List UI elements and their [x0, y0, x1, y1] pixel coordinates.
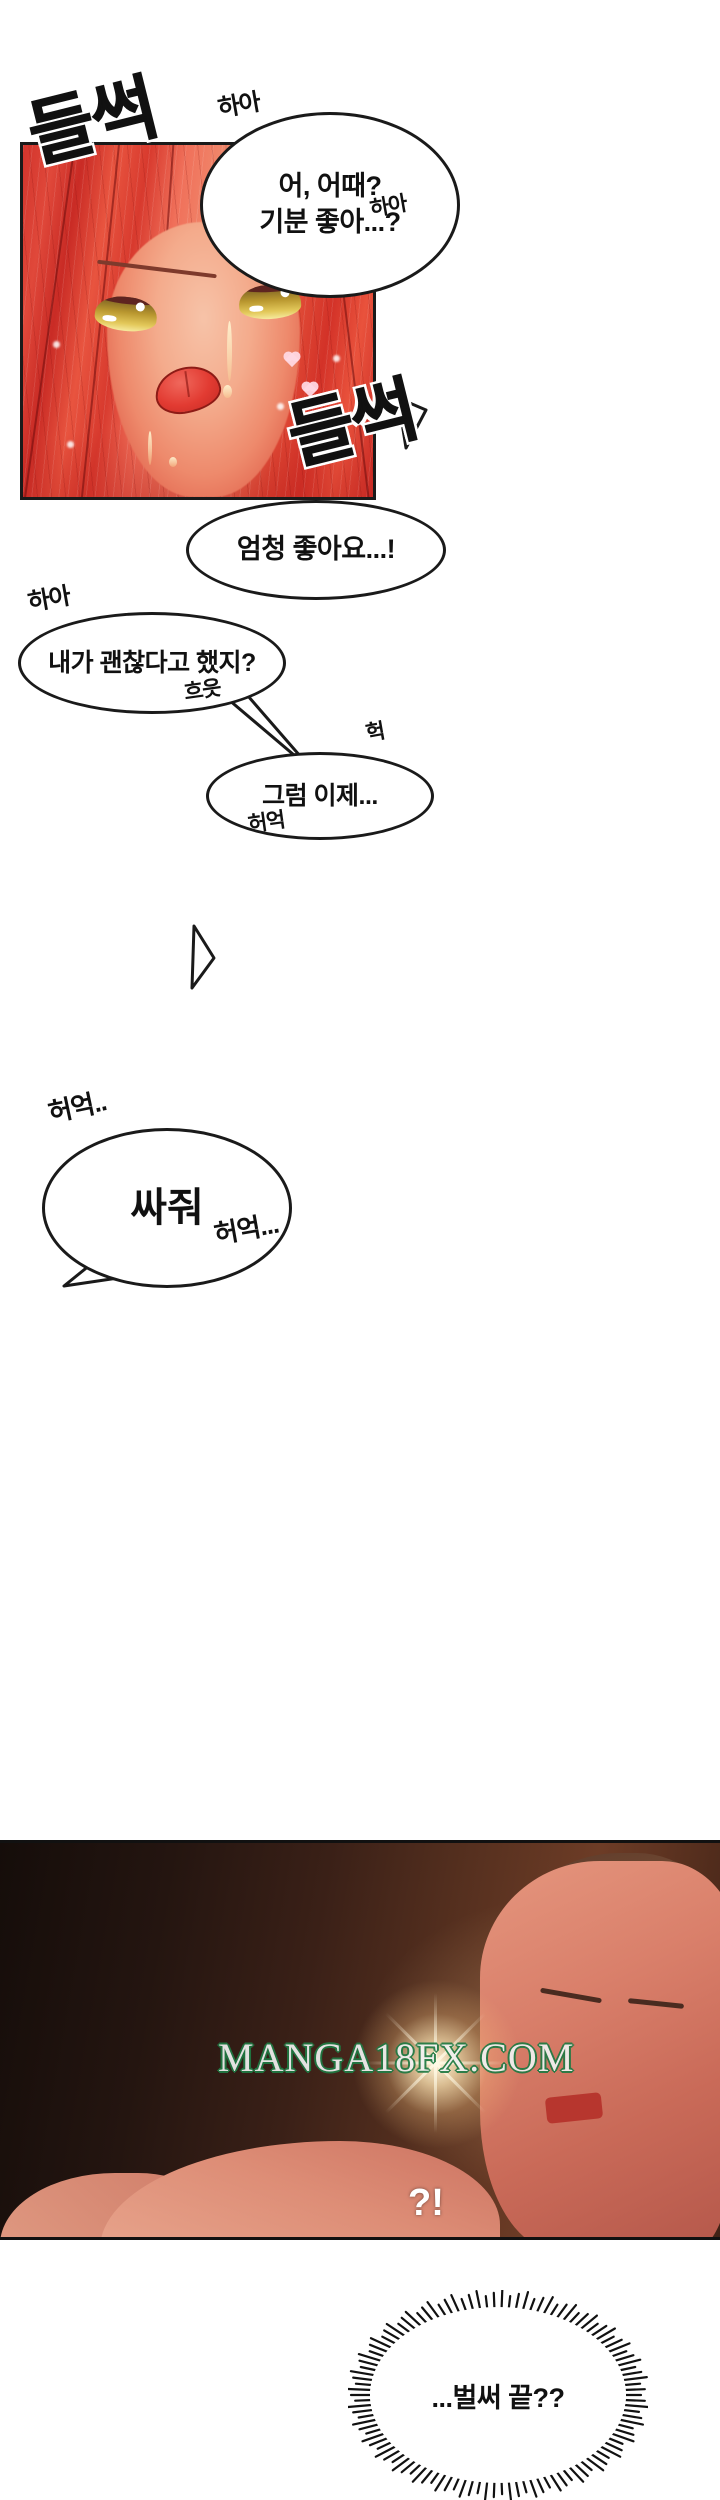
bubble-i-said-its-ok[interactable]: 내가 괜찮다고 했지?: [18, 612, 286, 714]
sparkle: [53, 341, 60, 348]
sfx-breath-3: 하아: [25, 582, 73, 617]
sparkle: [333, 355, 340, 362]
bubble-tail-how-is-it: [392, 396, 452, 466]
drool-drop: [169, 457, 177, 467]
shock-mark: ?!: [408, 2182, 444, 2224]
bubble-give-it[interactable]: 싸줘: [42, 1128, 292, 1288]
sfx-breath-1: 하아: [215, 88, 263, 123]
panel-dark-scene: [0, 1840, 720, 2240]
bubble-tail-i-said-its-ok: [178, 922, 228, 992]
bubble-so-good[interactable]: 엄청 좋아요...!: [186, 500, 446, 600]
eye-highlight: [249, 305, 264, 313]
bubble-how-is-it[interactable]: 어, 어때? 기분 좋아...?: [200, 112, 460, 298]
sparkle: [67, 441, 74, 448]
sfx-moan-1: 흐읏: [182, 676, 223, 705]
burst-text: ...벌써 끝??: [431, 2382, 565, 2413]
bubble-already-done[interactable]: ...벌써 끝??: [348, 2290, 648, 2500]
sweat-drop: [223, 385, 232, 398]
site-watermark: MANGA18FX.COM: [218, 2035, 575, 2080]
sfx-gasp-2: 허억: [246, 808, 287, 837]
sweat-drip: [227, 321, 232, 381]
sfx-gasp-1: 헉: [364, 719, 387, 746]
drool-strand: [148, 431, 152, 465]
sfx-gasp-3: 허억..: [45, 1086, 109, 1128]
burst-core: [370, 2312, 626, 2478]
sparkle: [277, 403, 284, 410]
eye-highlight: [102, 314, 117, 323]
eye-highlight: [135, 302, 146, 312]
tongue-crease: [184, 371, 190, 398]
bubble-then-now[interactable]: 그럼 이제...: [206, 752, 434, 840]
